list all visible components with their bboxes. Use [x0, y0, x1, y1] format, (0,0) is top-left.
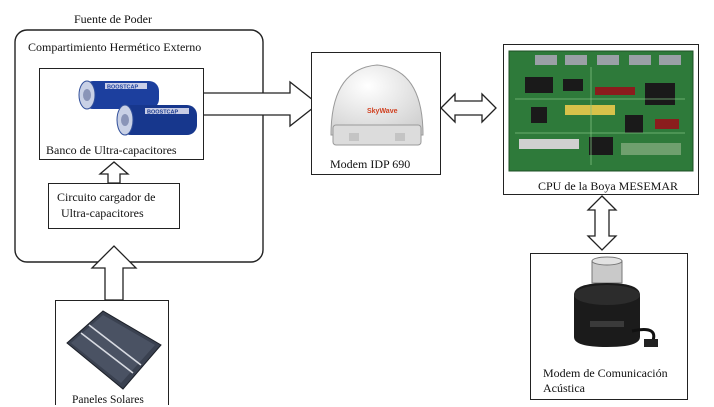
- arrow-cpu-acoustic: [586, 195, 618, 251]
- ultracap-image: BOOSTCAP BOOSTCAP: [78, 80, 197, 136]
- power-supply-frame: [14, 29, 264, 263]
- capacitor-2: BOOSTCAP: [116, 104, 197, 136]
- arrow-bank-to-modem: [202, 80, 320, 128]
- modem-label: Modem IDP 690: [330, 157, 411, 171]
- capacitor-2-brand: BOOSTCAP: [147, 110, 179, 116]
- charger-label-line1: Circuito cargador de: [57, 190, 156, 204]
- solar-panels-box: Paneles Solares: [55, 300, 169, 406]
- acoustic-modem-box: Modem de Comunicación Acústica: [530, 253, 688, 400]
- acoustic-label-line2: Acústica: [543, 381, 585, 395]
- modem-idp-box: SkyWave Modem IDP 690: [311, 52, 441, 175]
- acoustic-label-line1: Modem de Comunicación: [543, 366, 668, 380]
- cpu-label: CPU de la Boya MESEMAR: [538, 179, 679, 193]
- charger-label-line2: Ultra-capacitores: [61, 206, 144, 220]
- capacitor-1-brand: BOOSTCAP: [107, 85, 139, 91]
- power-supply-title: Fuente de Poder: [74, 12, 152, 26]
- capacitor-1: BOOSTCAP: [78, 80, 159, 110]
- cpu-board-image: [508, 50, 694, 172]
- cpu-box: CPU de la Boya MESEMAR: [503, 44, 699, 195]
- charger-circuit-box: Circuito cargador de Ultra-capacitores: [48, 183, 180, 229]
- solar-label: Paneles Solares: [72, 394, 144, 406]
- ultracap-bank-box: BOOSTCAP BOOSTCAP Banco de Ultra-capacit…: [39, 68, 204, 160]
- enclosure-label: Compartimiento Hermético Externo: [28, 40, 202, 54]
- arrow-solar-to-charger: [90, 245, 138, 301]
- modem-dome-image: SkyWave: [330, 64, 424, 146]
- acoustic-modem-image: [574, 256, 658, 347]
- arrow-charger-to-bank: [98, 161, 130, 184]
- solar-panel-image: [66, 310, 162, 390]
- modem-brand: SkyWave: [367, 108, 398, 115]
- arrow-modem-cpu: [440, 92, 497, 124]
- ultracap-bank-label: Banco de Ultra-capacitores: [46, 143, 177, 157]
